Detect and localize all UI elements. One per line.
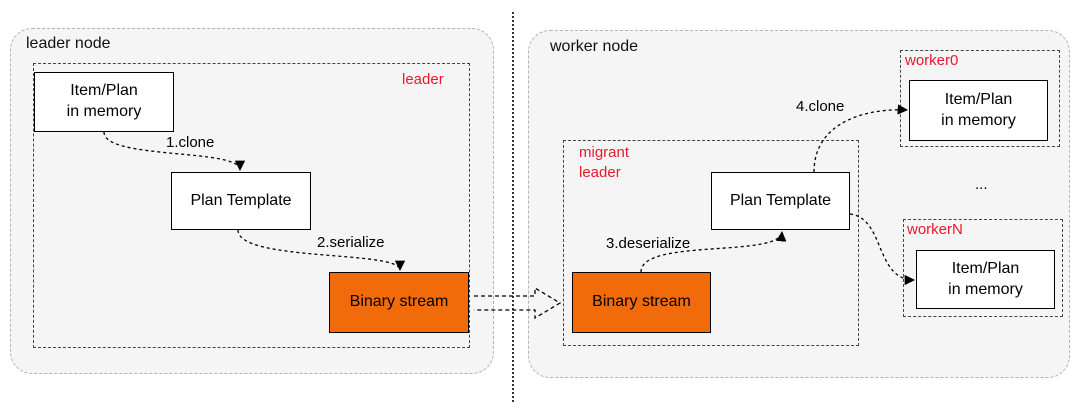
workerN-group bbox=[903, 219, 1063, 317]
transfer-arrow bbox=[474, 286, 562, 320]
step-clone-worker: 4.clone bbox=[796, 98, 845, 115]
worker-binary-stream-label: Binary stream bbox=[592, 293, 691, 311]
arrow-clone-workerN bbox=[849, 213, 916, 286]
leader-plan-template-box: Plan Template bbox=[171, 172, 311, 230]
workers-ellipsis: ... bbox=[975, 176, 988, 193]
worker-node-title: worker node bbox=[550, 38, 639, 55]
worker0-item-plan-label: Item/Plan in memory bbox=[941, 90, 1016, 129]
workerN-item-plan-label: Item/Plan in memory bbox=[948, 259, 1023, 298]
step-deserialize: 3.deserialize bbox=[606, 235, 691, 252]
arrow-serialize bbox=[237, 229, 406, 272]
leader-item-plan-label: Item/Plan in memory bbox=[66, 82, 142, 120]
leader-group-label: leader bbox=[402, 71, 444, 88]
workerN-label: workerN bbox=[907, 221, 963, 238]
migrant-leader-label: migrant leader bbox=[579, 144, 630, 181]
step-clone-leader: 1.clone bbox=[166, 134, 215, 151]
leader-plan-template-label: Plan Template bbox=[190, 191, 292, 209]
leader-binary-stream-box: Binary stream bbox=[329, 272, 469, 333]
worker-plan-template-box: Plan Template bbox=[711, 172, 850, 230]
worker-plan-template-label: Plan Template bbox=[729, 191, 832, 209]
leader-node-title: leader node bbox=[26, 35, 111, 52]
arrow-deserialize bbox=[640, 230, 787, 273]
leader-group bbox=[33, 63, 470, 348]
leader-binary-stream-label: Binary stream bbox=[349, 293, 449, 311]
worker0-label: worker0 bbox=[905, 52, 959, 69]
node-divider bbox=[512, 12, 514, 402]
workerN-item-plan-box: Item/Plan in memory bbox=[916, 250, 1055, 309]
worker-binary-stream-box: Binary stream bbox=[572, 272, 711, 333]
step-serialize: 2.serialize bbox=[317, 234, 385, 251]
leader-item-plan-box: Item/Plan in memory bbox=[34, 72, 174, 132]
worker0-group bbox=[900, 50, 1060, 147]
migrant-leader-group bbox=[563, 140, 859, 346]
arrow-clone-leader bbox=[103, 131, 246, 172]
arrow-clone-worker0 bbox=[813, 104, 909, 173]
worker0-item-plan-box: Item/Plan in memory bbox=[909, 80, 1048, 141]
